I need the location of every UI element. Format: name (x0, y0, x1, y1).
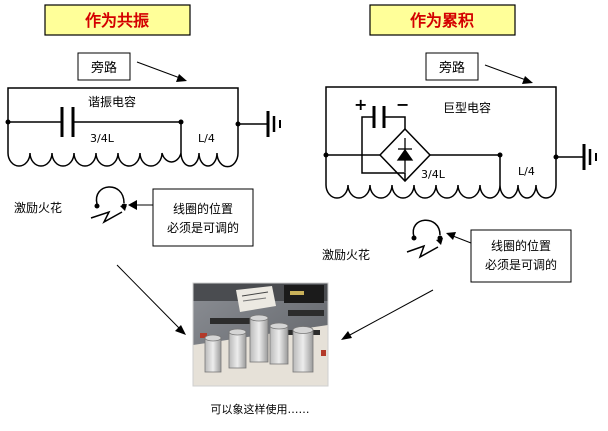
right-spark-nodes (411, 235, 443, 241)
right-panel: 作为累积 旁路 (322, 4, 597, 340)
right-bypass-label: 旁路 (439, 60, 465, 76)
left-nodes (5, 119, 241, 127)
right-spark-label: 激励火花 (322, 247, 370, 262)
right-plus-sign: + (354, 95, 367, 114)
photo-coils (204, 314, 314, 373)
left-bypass-label: 旁路 (91, 60, 117, 76)
left-bypass-box: 旁路 (77, 52, 131, 81)
right-coil (325, 184, 557, 199)
left-title-box: 作为共振 (44, 4, 191, 36)
right-note-arrow (446, 232, 472, 244)
left-coil (7, 152, 239, 168)
right-ground-icon (582, 144, 597, 170)
right-circuit (325, 86, 584, 185)
left-spark-nodes (94, 203, 127, 209)
right-capacitor-label: 巨型电容 (443, 100, 491, 115)
left-ground-icon (266, 111, 281, 137)
left-title: 作为共振 (85, 11, 149, 30)
left-note-arrow (128, 200, 153, 210)
right-note-line1: 线圈的位置 (491, 238, 551, 253)
photo-caption: 可以象这样使用…… (211, 402, 310, 416)
right-coil-major-label: 3/4L (421, 168, 446, 181)
right-note-line2: 必须是可调的 (485, 257, 557, 272)
right-minus-sign: − (396, 95, 409, 114)
left-capacitor-label: 谐振电容 (88, 94, 136, 109)
left-note-line2: 必须是可调的 (167, 220, 239, 235)
right-bypass-box: 旁路 (425, 52, 479, 81)
apparatus-photo (192, 282, 329, 387)
right-bypass-arrow (484, 64, 533, 84)
left-bypass-arrow (136, 61, 187, 82)
left-note-line1: 线圈的位置 (173, 201, 233, 216)
left-circuit (7, 87, 268, 153)
right-photo-arrow (341, 289, 434, 340)
left-coil-major-label: 3/4L (90, 132, 115, 145)
left-note-box: 线圈的位置 必须是可调的 (152, 188, 254, 247)
right-diode-icon (396, 138, 414, 172)
left-photo-arrow (116, 264, 186, 335)
left-panel: 作为共振 旁路 (5, 4, 281, 335)
right-note-box: 线圈的位置 必须是可调的 (470, 229, 572, 283)
right-title-box: 作为累积 (369, 4, 516, 36)
left-spark-label: 激励火花 (14, 200, 62, 215)
left-coil-minor-label: L/4 (198, 132, 215, 145)
right-nodes (323, 152, 559, 160)
right-title: 作为累积 (410, 11, 474, 30)
right-coil-minor-label: L/4 (518, 165, 535, 178)
